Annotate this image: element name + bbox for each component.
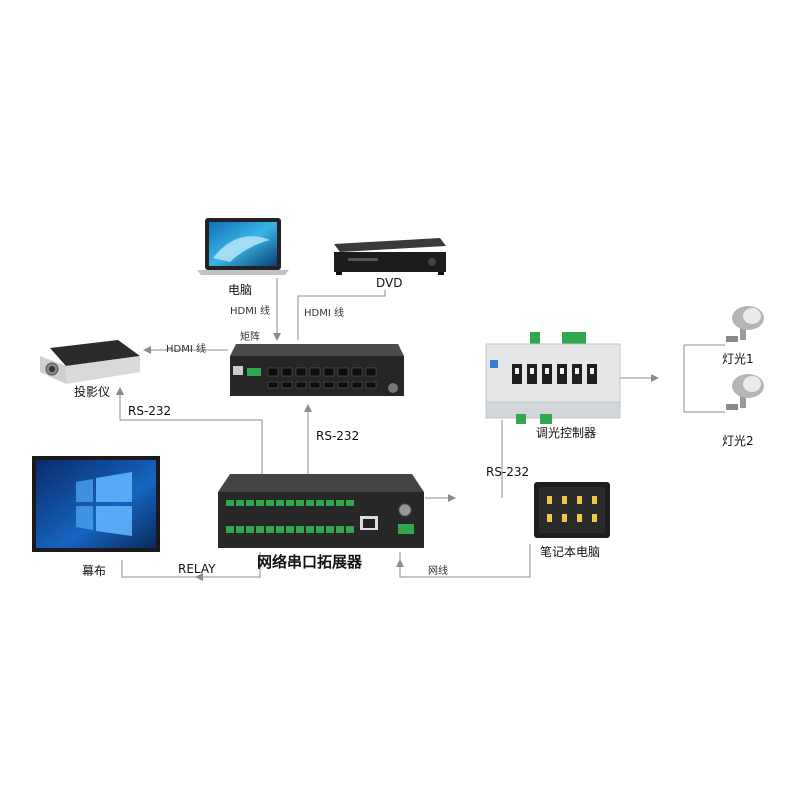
dimmer-switch-led xyxy=(515,368,519,374)
matrix-hdmi-port xyxy=(267,381,279,389)
matrix-hdmi-port xyxy=(295,381,307,389)
dimmer-switch-led xyxy=(530,368,534,374)
matrix-label: 矩阵 xyxy=(240,332,260,343)
matrix-hdmi-port xyxy=(295,367,307,377)
expander-terminal xyxy=(266,526,274,533)
expander-terminal xyxy=(256,500,264,506)
notebook-ui-icon xyxy=(547,496,552,504)
matrix-hdmi-port xyxy=(323,367,335,377)
matrix-hdmi-port xyxy=(281,381,293,389)
notebook-ui-icon xyxy=(562,514,567,522)
notebook-ui-icon xyxy=(577,514,582,522)
screen-label: 幕布 xyxy=(82,564,107,578)
expander-terminal xyxy=(236,526,244,533)
expander-terminal xyxy=(226,526,234,533)
expander-terminal xyxy=(336,526,344,533)
link-notebook-expander xyxy=(399,544,531,578)
computer-device xyxy=(197,218,289,275)
matrix-hdmi-port xyxy=(267,367,279,377)
screen-device xyxy=(32,456,160,552)
expander-terminal xyxy=(316,526,324,533)
expander-terminal xyxy=(326,526,334,533)
expander-terminal xyxy=(316,500,324,506)
link-expander-projector xyxy=(116,387,263,474)
expander-terminal xyxy=(326,500,334,506)
matrix-hdmi-port xyxy=(281,367,293,377)
expander-terminal xyxy=(346,500,354,506)
expander-terminal xyxy=(276,526,284,533)
expander-terminal xyxy=(346,526,354,533)
notebook-ui-icon xyxy=(592,514,597,522)
projector-device xyxy=(40,340,140,384)
dimmer-switch-led xyxy=(560,368,564,374)
expander-label: 网络串口拓展器 xyxy=(257,553,363,571)
matrix-hdmi-port xyxy=(365,367,377,377)
expander-terminal xyxy=(246,500,254,506)
expander-terminal xyxy=(266,500,274,506)
dimmer-device xyxy=(485,332,621,424)
rs232-matrix-label: RS-232 xyxy=(316,429,360,443)
hdmi-projector-label: HDMI 线 xyxy=(166,344,206,355)
computer-label: 电脑 xyxy=(228,283,253,297)
notebook-ui-icon xyxy=(562,496,567,504)
notebook-ui-icon xyxy=(592,496,597,504)
expander-terminal xyxy=(336,500,344,506)
dvd-label: DVD xyxy=(376,276,403,290)
dimmer-switch-led xyxy=(590,368,594,374)
expander-terminal xyxy=(256,526,264,533)
matrix-hdmi-port xyxy=(337,367,349,377)
matrix-hdmi-port xyxy=(309,381,321,389)
matrix-hdmi-port xyxy=(365,381,377,389)
projector-label: 投影仪 xyxy=(74,385,111,399)
light1-device xyxy=(726,306,764,342)
dvd-device xyxy=(334,238,446,275)
matrix-hdmi-port xyxy=(351,381,363,389)
light2-device xyxy=(726,374,764,410)
notebook-ui-icon xyxy=(547,514,552,522)
matrix-device xyxy=(230,344,404,396)
expander-terminal xyxy=(306,526,314,533)
link-dvd-matrix xyxy=(297,290,386,340)
light1-label: 灯光1 xyxy=(722,352,754,366)
expander-terminal xyxy=(286,526,294,533)
expander-terminal xyxy=(226,500,234,506)
expander-device xyxy=(218,474,424,548)
connection-lines xyxy=(116,278,725,581)
notebook-label: 笔记本电脑 xyxy=(540,545,601,559)
notebook-ui-icon xyxy=(577,496,582,504)
dimmer-switch-led xyxy=(575,368,579,374)
matrix-hdmi-port xyxy=(323,381,335,389)
expander-terminal xyxy=(276,500,284,506)
light2-label: 灯光2 xyxy=(722,434,754,448)
dimmer-label: 调光控制器 xyxy=(536,426,597,440)
matrix-hdmi-port xyxy=(337,381,349,389)
hdmi-computer-label: HDMI 线 xyxy=(230,306,270,317)
notebook-device xyxy=(534,482,610,538)
expander-terminal xyxy=(296,526,304,533)
rs232-projector-label: RS-232 xyxy=(128,404,172,418)
matrix-hdmi-port xyxy=(309,367,321,377)
hdmi-dvd-label: HDMI 线 xyxy=(304,308,344,319)
expander-terminal xyxy=(306,500,314,506)
matrix-hdmi-port xyxy=(351,367,363,377)
expander-terminal xyxy=(236,500,244,506)
rs232-dimmer-label: RS-232 xyxy=(486,465,530,479)
expander-terminal xyxy=(286,500,294,506)
lan-label: 网线 xyxy=(428,566,448,577)
relay-label: RELAY xyxy=(178,562,216,576)
expander-terminal xyxy=(296,500,304,506)
dimmer-switch-led xyxy=(545,368,549,374)
expander-terminal xyxy=(246,526,254,533)
link-expander-screen xyxy=(121,552,261,578)
